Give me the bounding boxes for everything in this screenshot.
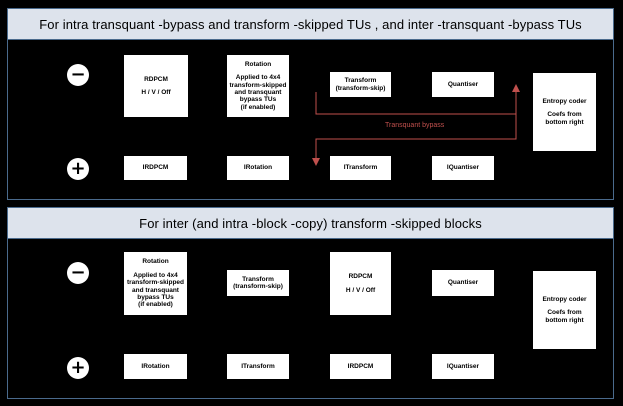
iquantiser-box-2: IQuantiser <box>432 354 494 379</box>
quantiser-label: Quantiser <box>447 80 479 88</box>
minus-sign: − <box>67 64 89 86</box>
irdpcm-box-2: IRDPCM <box>330 354 391 379</box>
panel-2-title: For inter (and intra -block -copy) trans… <box>8 208 613 239</box>
irotation-box-2: IRotation <box>124 354 187 379</box>
irdpcm-label: IRDPCM <box>142 164 169 172</box>
rdpcm-box: RDPCM H / V / Off <box>124 55 188 117</box>
rotation-label: Rotation <box>244 60 272 68</box>
plus-sign-2: + <box>67 357 89 379</box>
panel-1-title: For intra transquant -bypass and transfo… <box>8 9 613 40</box>
rotation-box-2: Rotation Applied to 4x4 transform-skippe… <box>124 252 187 315</box>
rotation-box: Rotation Applied to 4x4 transform-skippe… <box>227 55 289 117</box>
itransform-box-2: ITransform <box>227 354 289 379</box>
transform-sub-2: (transform-skip) <box>233 283 283 290</box>
irotation-box: IRotation <box>227 156 289 180</box>
plus-sign: + <box>67 158 89 180</box>
rdpcm-box-2: RDPCM H / V / Off <box>330 252 391 315</box>
transform-box: Transform (transform-skip) <box>330 72 391 97</box>
minus-sign-2: − <box>67 262 89 284</box>
entropy-coder-desc: Coefs from bottom right <box>545 111 584 126</box>
entropy-coder-desc-2: Coefs from bottom right <box>545 309 584 324</box>
irotation-label-2: IRotation <box>141 362 170 370</box>
panel-inter-transform-skip: For inter (and intra -block -copy) trans… <box>7 207 614 399</box>
quantiser-box: Quantiser <box>432 72 494 97</box>
quantiser-box-2: Quantiser <box>432 270 494 296</box>
rdpcm-modes: H / V / Off <box>141 89 171 96</box>
transform-box-2: Transform (transform-skip) <box>227 270 289 296</box>
entropy-coder-box-2: Entropy coder Coefs from bottom right <box>533 271 596 349</box>
rotation-label-2: Rotation <box>142 258 169 266</box>
transform-sub: (transform-skip) <box>335 84 386 92</box>
iquantiser-label: IQuantiser <box>446 164 480 172</box>
bypass-label: Transquant bypass <box>385 122 445 129</box>
entropy-coder-label-2: Entropy coder <box>542 295 587 303</box>
rotation-desc-2: Applied to 4x4 transform-skipped and tra… <box>126 271 185 309</box>
rdpcm-label-2: RDPCM <box>348 273 373 281</box>
iquantiser-box: IQuantiser <box>432 156 494 180</box>
entropy-coder-box: Entropy coder Coefs from bottom right <box>533 73 596 151</box>
itransform-label-2: ITransform <box>241 362 275 370</box>
entropy-coder-label: Entropy coder <box>542 97 587 105</box>
quantiser-label-2: Quantiser <box>447 279 479 287</box>
itransform-label: ITransform <box>343 164 378 172</box>
irotation-label: IRotation <box>243 164 273 172</box>
rdpcm-modes-2: H / V / Off <box>345 286 376 294</box>
iquantiser-label-2: IQuantiser <box>446 362 480 370</box>
transform-label-2: Transform <box>242 275 274 283</box>
rdpcm-label: RDPCM <box>144 75 168 83</box>
panel-intra-bypass: For intra transquant -bypass and transfo… <box>7 8 614 200</box>
rotation-desc: Applied to 4x4 transform-skipped and tra… <box>229 74 287 111</box>
itransform-box: ITransform <box>330 156 391 180</box>
irdpcm-box: IRDPCM <box>124 156 187 180</box>
irdpcm-label-2: IRDPCM <box>347 362 374 370</box>
transform-label: Transform <box>344 77 377 85</box>
